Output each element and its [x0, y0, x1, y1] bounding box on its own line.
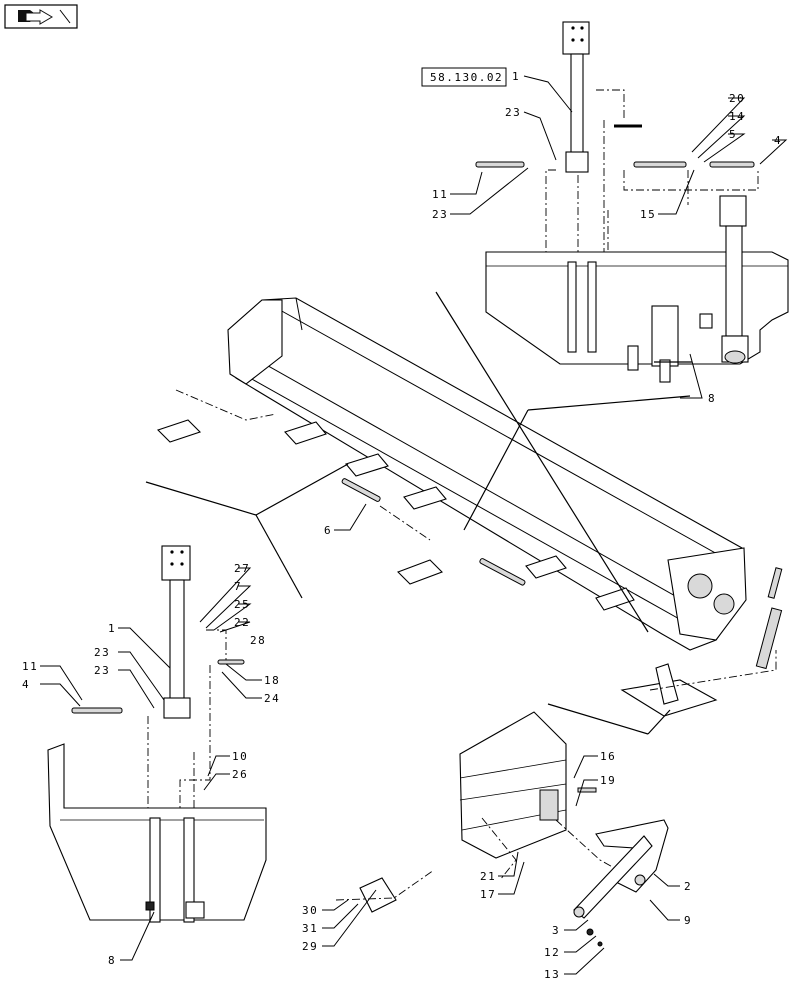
callout-28: 28 [250, 634, 266, 647]
callout-8-left: 8 [108, 954, 116, 967]
callout-20: 20 [729, 92, 745, 105]
callout-19: 19 [600, 774, 616, 787]
callout-16: 16 [600, 750, 616, 763]
callout-11-left: 11 [22, 660, 38, 673]
callout-23-top-b: 23 [432, 208, 448, 221]
callout-9: 9 [684, 914, 692, 927]
callout-23-left: 23 [94, 646, 110, 659]
callout-11-top: 11 [432, 188, 448, 201]
post-base [565, 151, 589, 173]
callout-2: 2 [684, 880, 692, 893]
leader-lines [40, 75, 788, 975]
callout-8-top: 8 [708, 392, 716, 405]
callout-25: 25 [234, 598, 250, 611]
callout-5: 5 [729, 128, 737, 141]
left-detail [47, 545, 267, 923]
reference-lines [145, 291, 692, 735]
reference-label: 58.130.02 [430, 71, 503, 84]
callout-10: 10 [232, 750, 248, 763]
post-top-plate [562, 21, 590, 55]
frame-section [485, 251, 789, 365]
callout-30: 30 [302, 904, 318, 917]
callout-23-left-b: 23 [94, 664, 110, 677]
callout-labels: 1 23 11 23 20 14 5 4 15 8 6 27 7 25 22 2… [22, 70, 782, 981]
callout-4-top: 4 [774, 134, 782, 147]
small-bracket [359, 877, 397, 913]
main-header-assembly [156, 297, 783, 717]
callout-18: 18 [264, 674, 280, 687]
nav-arrow-button[interactable] [4, 4, 78, 29]
callout-1-top: 1 [512, 70, 520, 83]
callout-31: 31 [302, 922, 318, 935]
callout-6: 6 [324, 524, 332, 537]
callout-24: 24 [264, 692, 280, 705]
left-pin-rod [71, 707, 123, 714]
post-tube [570, 53, 584, 155]
pin-rod-mid [633, 161, 687, 168]
left-end-plate [227, 299, 283, 385]
callout-21: 21 [480, 870, 496, 883]
callout-13: 13 [544, 968, 560, 981]
pin-rod-right [709, 161, 755, 168]
callout-3: 3 [552, 924, 560, 937]
callout-12: 12 [544, 946, 560, 959]
callout-23-top: 23 [505, 106, 521, 119]
top-right-detail [475, 21, 789, 383]
callout-15: 15 [640, 208, 656, 221]
left-post-tube [169, 579, 185, 701]
callout-7: 7 [234, 580, 242, 593]
pin-rod-left [475, 161, 525, 168]
left-post-top [161, 545, 191, 581]
callout-22: 22 [234, 616, 250, 629]
bottom-right-detail [335, 711, 669, 947]
callout-27: 27 [234, 562, 250, 575]
gearbox-housing [459, 711, 567, 859]
skid-shoes [156, 419, 635, 611]
callout-29: 29 [302, 940, 318, 953]
callout-4-left: 4 [22, 678, 30, 691]
reference-box-frame [421, 67, 507, 87]
callout-26: 26 [232, 768, 248, 781]
reference-box[interactable]: 58.130.02 [421, 67, 507, 87]
rod-6 [341, 478, 381, 502]
callout-17: 17 [480, 888, 496, 901]
arrow-icon [18, 9, 71, 25]
callout-1-left: 1 [108, 622, 116, 635]
callout-14: 14 [729, 110, 745, 123]
